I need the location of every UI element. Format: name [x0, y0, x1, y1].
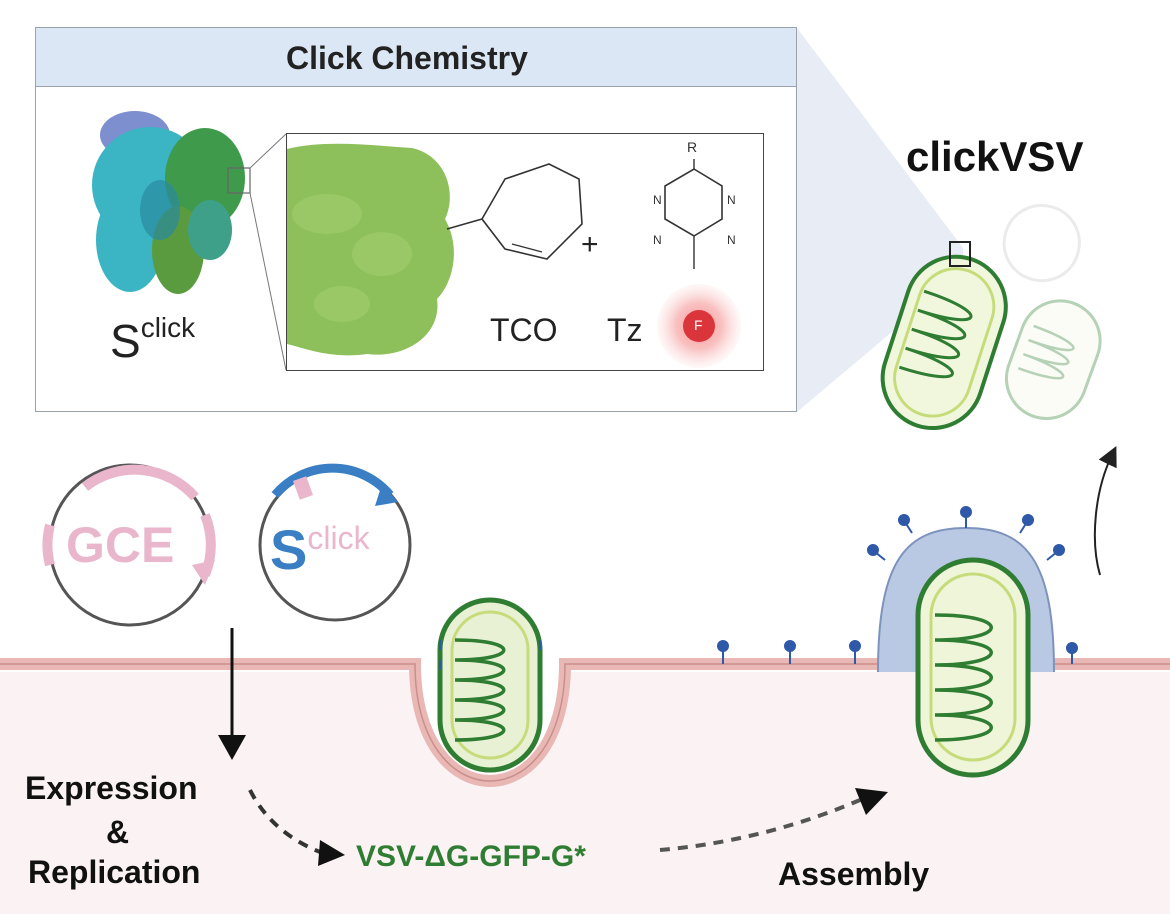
fluorophore-icon	[683, 310, 715, 342]
cytoplasm	[0, 672, 875, 914]
gce-plasmid	[42, 463, 216, 627]
tz-label: Tz	[607, 312, 643, 348]
membrane-spikes	[717, 506, 1078, 664]
sclick-plasmid	[258, 463, 412, 622]
sclick-label-sup: click	[140, 312, 196, 343]
panel-title: Click Chemistry	[286, 40, 528, 76]
n-label-left-lower: N	[653, 233, 662, 247]
spike-protein-illustration	[92, 111, 287, 371]
fluor-symbol: F	[694, 317, 703, 333]
dashed-arrow-to-assembly	[659, 798, 861, 852]
tco-label: TCO	[490, 312, 558, 348]
construct-label: VSV-ΔG-GFP-G*	[356, 840, 586, 873]
click-chemistry-panel	[35, 27, 797, 412]
sclick-label-base: S	[110, 315, 141, 367]
tetrazine-ring	[664, 168, 723, 237]
assembly-label: Assembly	[778, 856, 930, 892]
plus-sign: +	[581, 228, 599, 261]
n-label-left: N	[653, 193, 662, 207]
panel-header	[35, 27, 797, 87]
clickvsv-title: clickVSV	[906, 133, 1084, 180]
tco-ring	[481, 163, 583, 260]
dashed-arrow-to-construct	[248, 789, 321, 854]
gce-plasmid-label: GCE	[66, 517, 175, 573]
release-arrow	[1093, 446, 1117, 576]
sclick-plasmid-base: S	[270, 518, 308, 581]
released-clickvsv	[880, 203, 1102, 431]
n-label-right-lower: N	[727, 233, 736, 247]
expression-label-2: &	[106, 814, 130, 850]
expression-label-3: Replication	[28, 854, 201, 890]
expression-label-1: Expression	[25, 770, 198, 806]
sclick-label: Sclick	[110, 314, 195, 367]
r-label: R	[687, 139, 698, 155]
virus-in-pit	[437, 597, 543, 773]
reaction-inset: R N N N N + F TCO Tz	[286, 133, 764, 371]
n-label-right: N	[727, 193, 736, 207]
sclick-plasmid-sup: click	[307, 520, 370, 556]
sclick-plasmid-label: Sclick	[270, 522, 370, 578]
budding-virus	[877, 526, 1055, 778]
zoom-projection	[797, 28, 963, 412]
